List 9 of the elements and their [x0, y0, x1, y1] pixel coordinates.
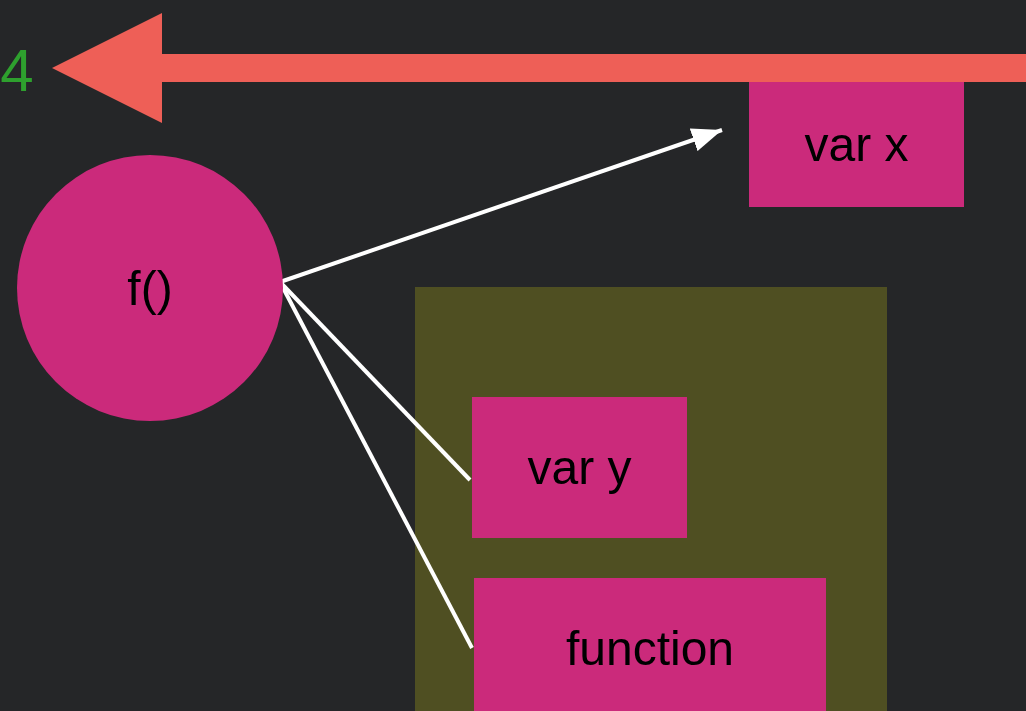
- node-label: function: [565, 620, 735, 676]
- scope-panel: [415, 287, 887, 711]
- variable-box: [749, 82, 964, 207]
- variable-box: [472, 397, 687, 538]
- node-label: var y: [527, 440, 632, 495]
- node-label: f(): [127, 260, 173, 316]
- node-label: var x: [804, 117, 909, 172]
- line-number: 4: [0, 35, 34, 105]
- variable-box: [474, 578, 826, 711]
